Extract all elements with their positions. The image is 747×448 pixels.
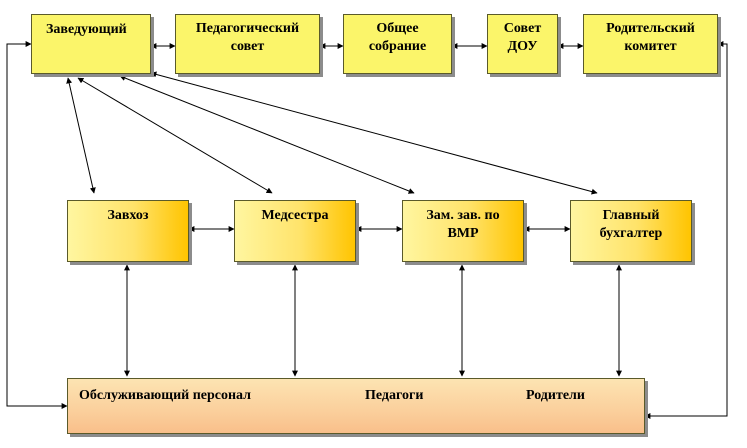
chief-accountant-box: Главный бухгалтер xyxy=(570,200,692,262)
arrow-head-nurse xyxy=(77,77,273,194)
head-box: Заведующий xyxy=(31,14,151,74)
arrow-head-accountant xyxy=(150,71,598,195)
pedagogical-council-box: Педагогический совет xyxy=(175,14,320,74)
arrow-head-deputy xyxy=(119,75,415,194)
service-staff-label: Обслуживающий персонал xyxy=(79,388,252,403)
arrow-left-loop xyxy=(6,41,68,409)
pedagogical-council-label-line1: Педагогический xyxy=(195,21,300,36)
arrow-head-supply xyxy=(66,77,96,194)
chief-accountant-label-line2: бухгалтер xyxy=(599,226,663,241)
deputy-head-label-line2: ВМР xyxy=(447,226,479,241)
parent-committee-box: Родительский комитет xyxy=(583,14,718,74)
arrow-right-loop xyxy=(644,41,728,419)
dou-council-label-line2: ДОУ xyxy=(507,39,538,54)
supply-manager-label: Завхоз xyxy=(107,208,149,223)
supply-manager-box: Завхоз xyxy=(67,200,189,262)
parent-committee-label-line1: Родительский xyxy=(606,21,695,36)
chief-accountant-label-line1: Главный xyxy=(602,208,660,223)
general-meeting-label-line2: собрание xyxy=(368,39,427,54)
teachers-label: Педагоги xyxy=(365,388,424,403)
general-meeting-box: Общее собрание xyxy=(343,14,452,74)
bottom-group-box: Обслуживающий персонал Педагоги Родители xyxy=(67,378,645,434)
dou-council-label-line1: Совет xyxy=(503,21,542,36)
dou-council-box: Совет ДОУ xyxy=(487,14,558,74)
general-meeting-label-line1: Общее xyxy=(376,21,419,36)
head-label: Заведующий xyxy=(46,22,127,37)
parents-label: Родители xyxy=(526,388,585,403)
pedagogical-council-label-line2: совет xyxy=(230,39,265,54)
parent-committee-label-line2: комитет xyxy=(624,39,677,54)
nurse-label: Медсестра xyxy=(261,208,329,223)
deputy-head-label-line1: Зам. зав. по xyxy=(426,208,500,223)
deputy-head-box: Зам. зав. по ВМР xyxy=(402,200,524,262)
nurse-box: Медсестра xyxy=(234,200,356,262)
